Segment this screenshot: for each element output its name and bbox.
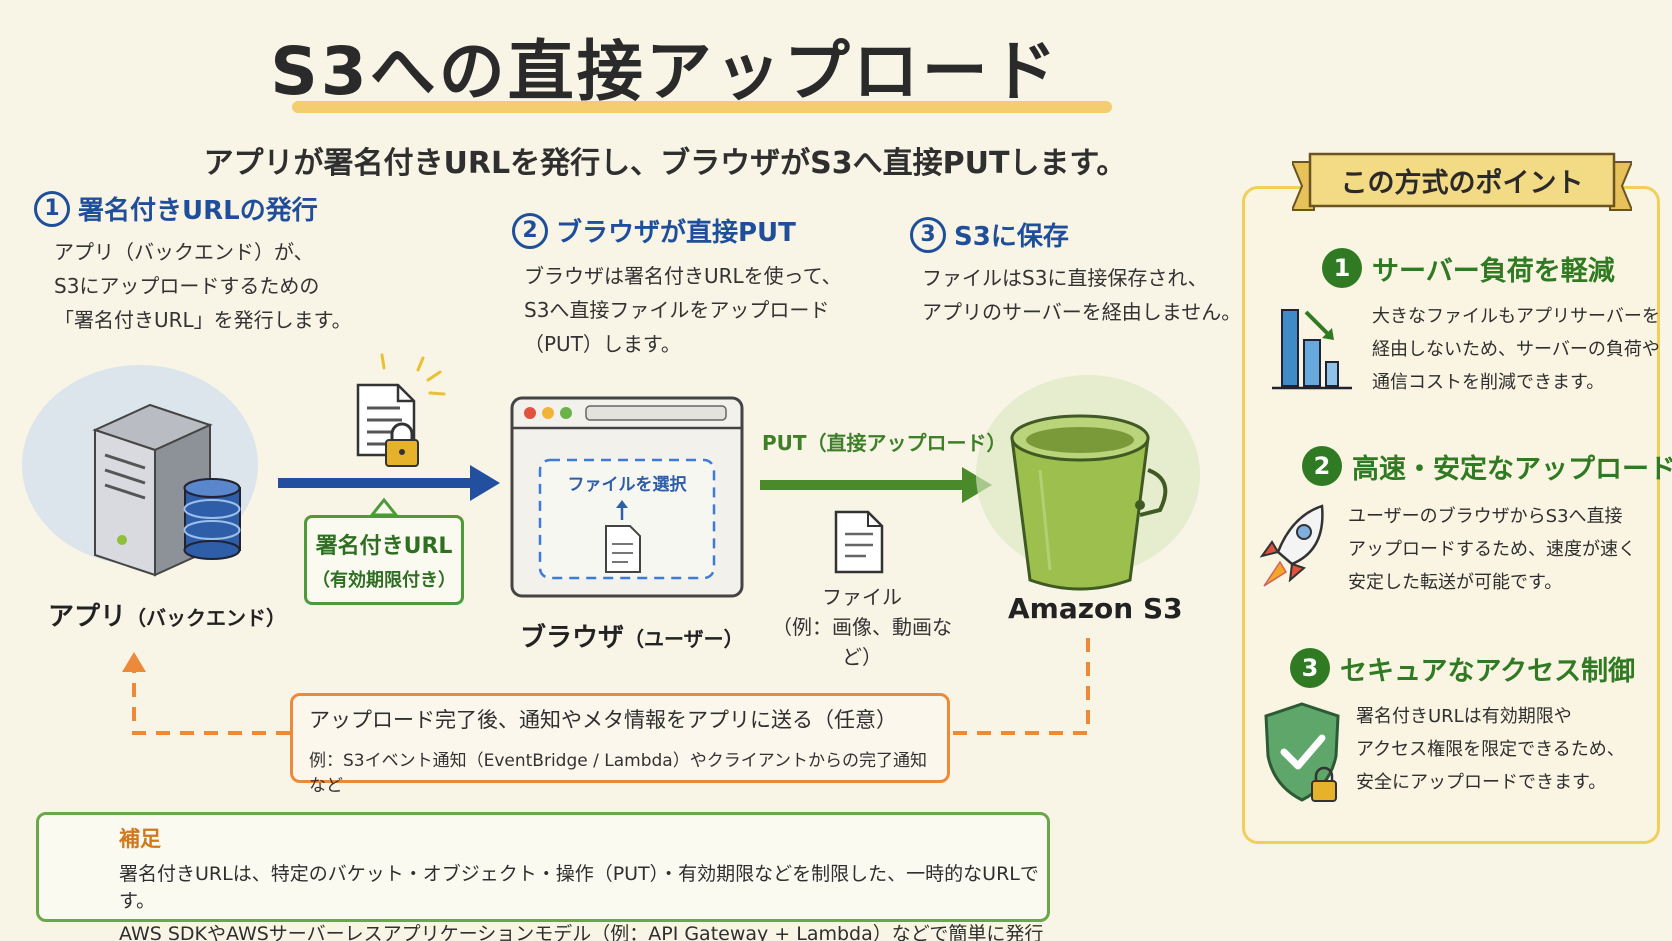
signed-url-badge-sub: （有効期限付き） <box>312 570 456 591</box>
notify-line2: 例：S3イベント通知（EventBridge / Lambda）やクライアントか… <box>309 751 928 796</box>
points-ribbon <box>1292 152 1632 211</box>
point-3-heading: 3 セキュアなアクセス制御 <box>1290 648 1635 688</box>
signed-url-badge: 署名付きURL （有効期限付き） <box>304 515 464 605</box>
point-1-heading: 1 サーバー負荷を軽減 <box>1322 248 1615 288</box>
signed-document-icon <box>356 383 416 457</box>
app-label-sub: （バックエンド） <box>126 606 287 630</box>
step-1-title: 署名付きURLの発行 <box>78 196 318 226</box>
lock-icon <box>385 422 419 467</box>
step-1-heading: 1 署名付きURLの発行 <box>34 190 352 227</box>
title-underline <box>292 101 1112 113</box>
supplement-box: 補足 署名付きURLは、特定のバケット・オブジェクト・操作（PUT）・有効期限な… <box>36 812 1050 941</box>
points-title: この方式のポイント <box>1340 168 1584 199</box>
orange-arrow-head <box>122 652 146 672</box>
signed-url-badge-title: 署名付きURL <box>315 534 453 559</box>
blue-arrow <box>278 465 500 501</box>
step-3-title: S3に保存 <box>954 222 1069 252</box>
orange-dashed-arrow <box>132 638 1090 735</box>
point-2-heading: 2 高速・安定なアップロード <box>1302 446 1672 486</box>
point-1-title: サーバー負荷を軽減 <box>1372 255 1615 287</box>
point-1-body: 大きなファイルもアプリサーバーを 経由しないため、サーバーの負荷や 通信コストを… <box>1372 306 1660 393</box>
file-label-line2: （例：画像、動画など） <box>772 615 952 669</box>
notify-box: アップロード完了後、通知やメタ情報をアプリに送る（任意） 例：S3イベント通知（… <box>290 693 950 796</box>
badge-pointer <box>368 497 400 517</box>
page-subtitle: アプリが署名付きURLを発行し、ブラウザがS3へ直接PUTします。 <box>203 146 1127 181</box>
shield-check-icon <box>1264 702 1340 802</box>
point-3-number: 3 <box>1290 648 1330 688</box>
point-2-body: ユーザーのブラウザからS3へ直接 アップロードするため、速度が速く 安定した転送… <box>1348 506 1636 593</box>
sparkle-lines <box>380 353 446 396</box>
notify-line1: アップロード完了後、通知やメタ情報をアプリに送る（任意） <box>309 708 897 732</box>
s3-label: Amazon S3 <box>1008 592 1183 625</box>
point-2-title: 高速・安定なアップロード <box>1352 453 1672 485</box>
s3-bucket-icon <box>1010 414 1168 591</box>
step-1: 1 署名付きURLの発行 アプリ（バックエンド）が、 S3にアップロードするため… <box>34 190 352 337</box>
app-label-main: アプリ <box>48 602 127 632</box>
select-file-button[interactable]: ファイルを選択 <box>567 475 687 495</box>
point-3-body: 署名付きURLは有効期限や アクセス権限を限定できるため、 安全にアップロードで… <box>1356 706 1625 793</box>
page-title: S3への直接アップロード <box>270 33 1060 110</box>
step-3-heading: 3 S3に保存 <box>910 216 1241 253</box>
step-2-body: ブラウザは署名付きURLを使って、 S3へ直接ファイルをアップロード （PUT）… <box>524 264 842 356</box>
step-2: 2 ブラウザが直接PUT ブラウザは署名付きURLを使って、 S3へ直接ファイル… <box>512 212 842 361</box>
step-3-number: 3 <box>910 216 946 253</box>
supplement-line2: AWS SDKやAWSサーバーレスアプリケーションモデル（例：API Gatew… <box>119 923 1044 941</box>
browser-window-icon <box>510 396 744 598</box>
point-1-number: 1 <box>1322 248 1362 288</box>
step-2-title: ブラウザが直接PUT <box>556 218 796 248</box>
app-label: アプリ（バックエンド） <box>48 596 286 633</box>
browser-label-sub: （ユーザー） <box>624 627 744 651</box>
step-3-body: ファイルはS3に直接保存され、 アプリのサーバーを経由しません。 <box>922 266 1242 324</box>
file-label-line1: ファイル <box>822 585 902 609</box>
file-icon <box>834 510 884 574</box>
supplement-title: 補足 <box>119 827 161 851</box>
point-2-number: 2 <box>1302 446 1342 486</box>
supplement-line1: 署名付きURLは、特定のバケット・オブジェクト・操作（PUT）・有効期限などを制… <box>119 863 1039 912</box>
put-label: PUT（直接アップロード） <box>762 431 1007 455</box>
step-1-body: アプリ（バックエンド）が、 S3にアップロードするための 「署名付きURL」を発… <box>54 240 352 332</box>
step-2-number: 2 <box>512 212 548 249</box>
file-label: ファイル （例：画像、動画など） <box>772 582 952 672</box>
green-arrow <box>760 467 992 503</box>
point-3-title: セキュアなアクセス制御 <box>1340 655 1636 687</box>
step-2-heading: 2 ブラウザが直接PUT <box>512 212 842 249</box>
step-1-number: 1 <box>34 190 70 227</box>
rocket-icon <box>1259 504 1324 587</box>
bar-chart-down-icon <box>1272 309 1352 390</box>
database-icon <box>183 478 241 560</box>
browser-label: ブラウザ（ユーザー） <box>520 617 744 654</box>
step-3: 3 S3に保存 ファイルはS3に直接保存され、 アプリのサーバーを経由しません。 <box>910 216 1241 329</box>
browser-label-main: ブラウザ <box>520 623 625 653</box>
